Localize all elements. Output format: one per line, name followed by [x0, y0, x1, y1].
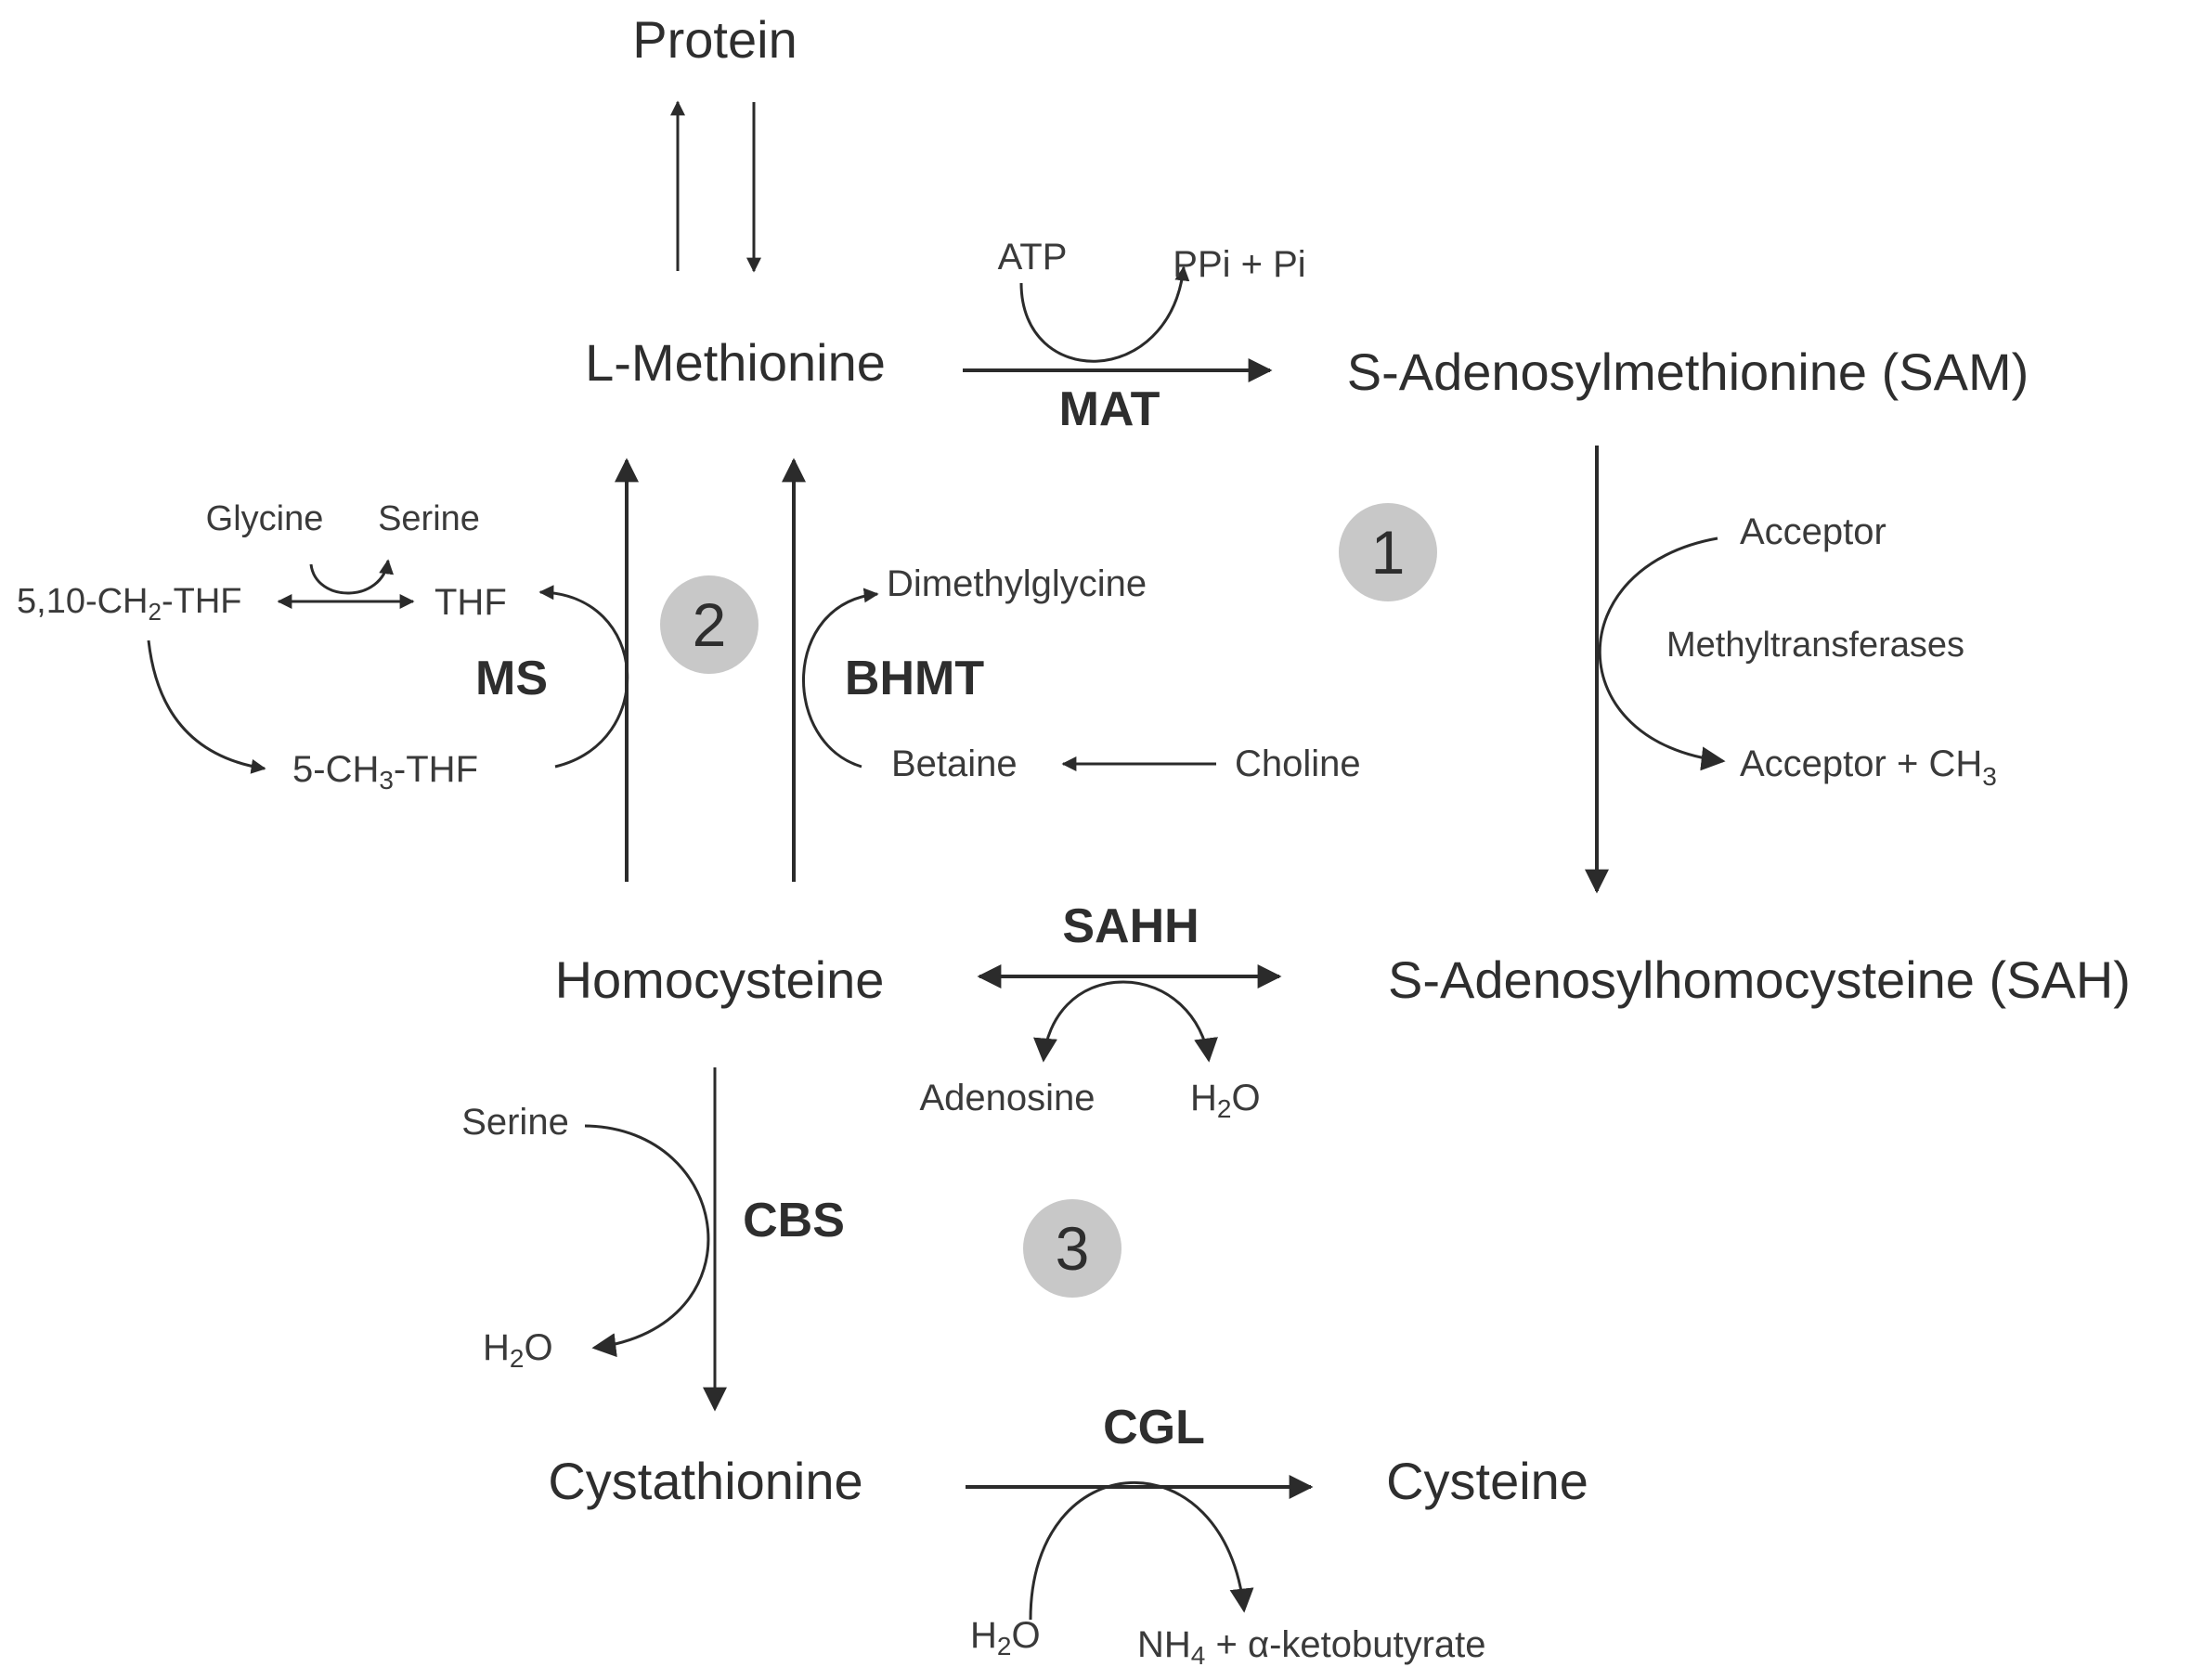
acceptor-label: Acceptor — [1740, 511, 1886, 552]
cgl-water-curve — [1029, 1480, 1254, 1621]
methylene-thf-label: 5,10-CH2-THF — [17, 582, 242, 626]
thf-label: THF — [434, 582, 507, 623]
choline-label: Choline — [1235, 743, 1361, 784]
atp-label: ATP — [998, 237, 1068, 278]
homocysteine-label: Homocysteine — [555, 950, 885, 1009]
cbs-water-label: H2O — [483, 1327, 553, 1373]
cysteine-label: Cysteine — [1386, 1452, 1588, 1510]
cgl-enzyme-label: CGL — [1103, 1401, 1205, 1454]
pathway-badge-3: 3 — [1023, 1199, 1121, 1298]
acceptor-methylation-curve — [1598, 536, 1726, 771]
sam-label: S-Adenosylmethionine (SAM) — [1347, 342, 2029, 401]
sahh-enzyme-label: SAHH — [1062, 899, 1199, 953]
bhmt-enzyme-label: BHMT — [845, 652, 984, 705]
mat-enzyme-label: MAT — [1059, 382, 1160, 436]
ammonium-ketobutyrate-label: NH4 + α-ketobutyrate — [1137, 1624, 1486, 1670]
adenosine-release-curve — [1033, 980, 1124, 1063]
glycine-serine-curve — [309, 559, 395, 595]
protein-label: Protein — [632, 10, 797, 69]
cgl-water-label: H2O — [970, 1615, 1041, 1661]
ppi-pi-label: PPi + Pi — [1173, 244, 1305, 285]
adenosine-label: Adenosine — [919, 1078, 1095, 1118]
bhmt-betaine-curve — [801, 588, 879, 769]
methyl-thf-label: 5-CH3-THF — [292, 749, 478, 795]
betaine-label: Betaine — [891, 743, 1018, 784]
svg-text:3: 3 — [1056, 1214, 1090, 1283]
cystathionine-label: Cystathionine — [548, 1452, 862, 1510]
svg-text:1: 1 — [1371, 518, 1406, 587]
cbs-enzyme-label: CBS — [743, 1194, 845, 1247]
water-release-curve — [1122, 980, 1218, 1063]
pathway-badge-2: 2 — [660, 575, 758, 674]
dimethylglycine-label: Dimethylglycine — [887, 563, 1147, 604]
serine-folate-label: Serine — [378, 499, 480, 538]
ms-enzyme-label: MS — [475, 652, 548, 705]
ms-folate-curve — [538, 585, 629, 769]
svg-text:2: 2 — [693, 590, 727, 659]
pathway-badge-1: 1 — [1339, 503, 1437, 601]
sahh-water-label: H2O — [1190, 1078, 1261, 1123]
methyl-thf-formation-curve — [147, 640, 266, 774]
sah-label: S-Adenosylhomocysteine (SAH) — [1388, 950, 2131, 1009]
cbs-serine-label: Serine — [461, 1102, 569, 1143]
methyltransferases-label: Methyltransferases — [1666, 626, 1964, 665]
cbs-serine-curve — [584, 1124, 710, 1358]
methionine-label: L-Methionine — [585, 333, 886, 392]
glycine-label: Glycine — [206, 499, 324, 538]
atp-consumption-curve — [1019, 265, 1190, 363]
methylated-acceptor-label: Acceptor + CH3 — [1740, 743, 1997, 791]
